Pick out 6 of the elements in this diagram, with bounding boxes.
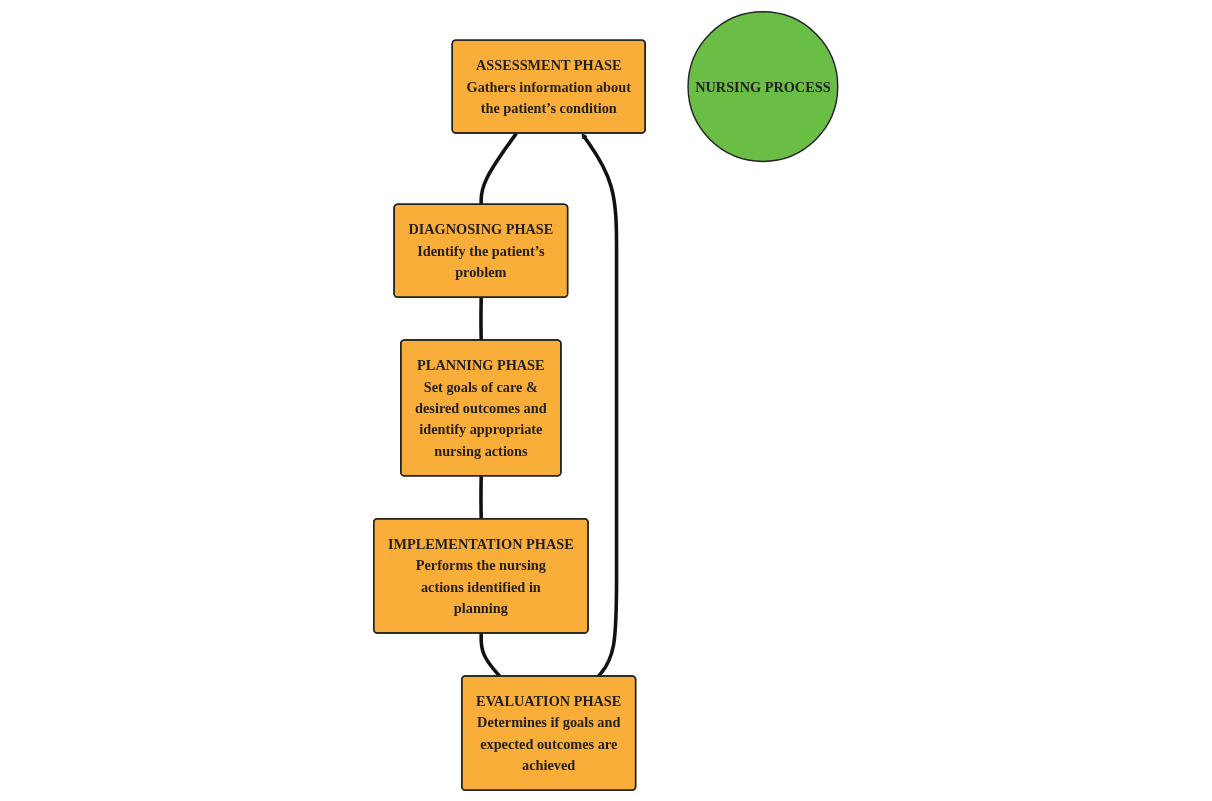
connector (479, 632, 502, 677)
arrow (581, 132, 619, 677)
node-circle: NURSING PROCESS (687, 10, 839, 162)
connector (479, 297, 484, 340)
connector (479, 131, 519, 205)
connector (479, 475, 484, 519)
